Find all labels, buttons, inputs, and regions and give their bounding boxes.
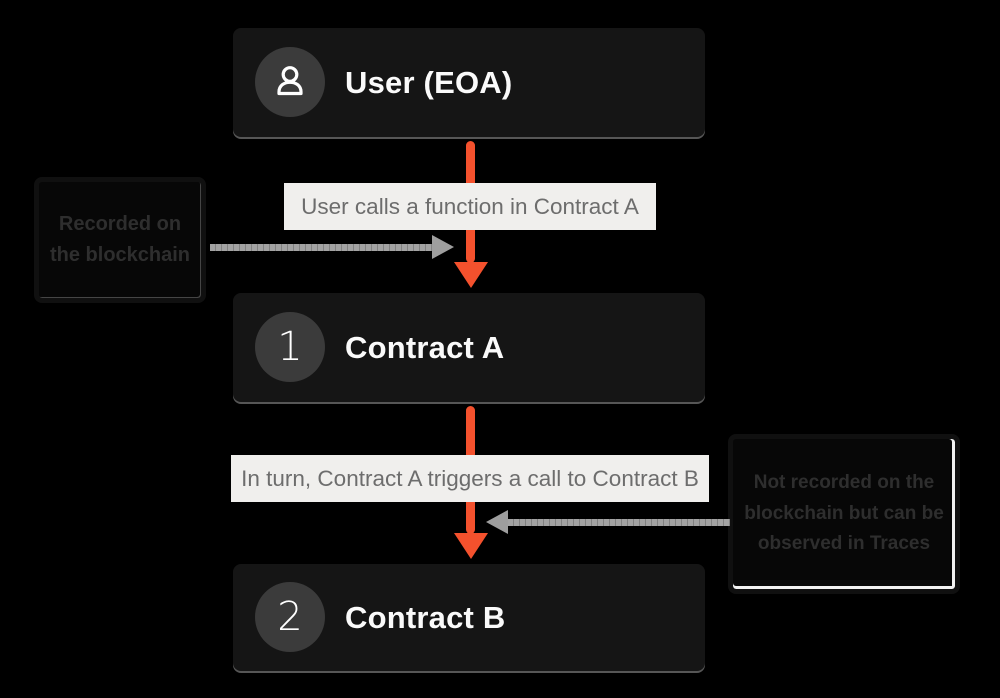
annotation-recorded-on-chain: Recorded on the blockchain: [34, 177, 206, 303]
arrow1-upper-segment: [466, 141, 475, 188]
node-contract-b: 2 Contract B: [233, 564, 705, 671]
right-note-arrowhead-left-icon: [486, 510, 508, 534]
edge1-label: User calls a function in Contract A: [284, 183, 656, 230]
annotation-observed-in-traces: Not recorded on the blockchain but can b…: [728, 434, 960, 594]
contract-a-badge-circle: 1: [255, 312, 325, 382]
arrow2-lower-segment: [466, 498, 475, 534]
node-user-eoa: User (EOA): [233, 28, 705, 137]
edge2-label: In turn, Contract A triggers a call to C…: [231, 455, 709, 502]
user-icon: [269, 61, 311, 103]
arrow2-arrowhead-down-icon: [454, 533, 488, 559]
left-note-arrow-tail: [210, 244, 432, 251]
node-contract-a: 1 Contract A: [233, 293, 705, 402]
node-contract-b-label: Contract B: [345, 599, 506, 635]
arrow2-upper-segment: [466, 406, 475, 459]
node-contract-a-label: Contract A: [345, 329, 505, 365]
contract-a-number: 1: [277, 324, 303, 370]
contract-b-badge-circle: 2: [255, 582, 325, 652]
user-avatar-circle: [255, 47, 325, 117]
left-note-arrowhead-right-icon: [432, 235, 454, 259]
contract-b-number: 2: [277, 594, 303, 640]
node-user-label: User (EOA): [345, 64, 513, 100]
right-note-arrow-tail: [508, 519, 730, 526]
arrow1-arrowhead-down-icon: [454, 262, 488, 288]
arrow1-lower-segment: [466, 225, 475, 263]
